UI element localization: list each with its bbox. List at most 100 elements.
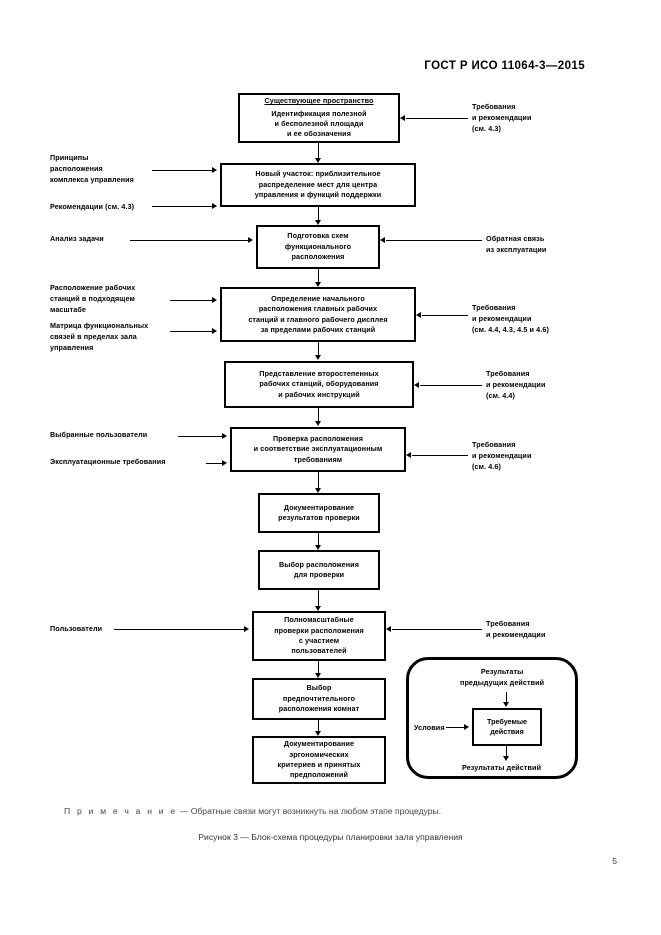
flow-box-line: предположений (289, 770, 349, 780)
flow-box-title: Существующее пространство (264, 96, 374, 106)
flow-box-initial-workstation-layout[interactable]: Определение начального расположения глав… (220, 287, 416, 342)
flow-box-line: Новый участок: приблизительное (255, 169, 381, 179)
connector-r1 (406, 118, 468, 119)
connector-box3-box4 (318, 269, 319, 284)
note-text: — Обратные связи могут возникнуть на люб… (179, 806, 442, 816)
right-label-r4: Требования и рекомендации (см. 4.4) (486, 369, 546, 400)
connector-l3 (130, 240, 250, 241)
flow-box-line: управления и функций поддержки (254, 190, 382, 200)
flow-box-functional-layout[interactable]: Подготовка схем функционального располож… (256, 225, 380, 269)
arrow-head (212, 328, 217, 334)
flow-box-existing-space[interactable]: Существующее пространство Идентификация … (238, 93, 400, 143)
flow-box-line: эргономических (289, 749, 349, 759)
arrow-head (386, 626, 391, 632)
arrow-head (315, 673, 321, 678)
legend-action-line: Требуемые (486, 716, 527, 726)
flow-box-line: функционального (284, 241, 352, 251)
connector-box5-box6 (318, 408, 319, 423)
flow-box-line: критериев и принятых (277, 760, 361, 769)
arrow-head (503, 756, 509, 761)
arrow-head (212, 203, 217, 209)
arrow-head (315, 488, 321, 493)
flow-box-line: расположения главных рабочих (258, 304, 378, 314)
arrow-head (503, 702, 509, 707)
connector-box6-box7 (318, 472, 319, 490)
arrow-head (315, 731, 321, 736)
connector-l4 (170, 300, 214, 301)
arrow-head (315, 421, 321, 426)
flow-box-line: и бесполезной площади (274, 119, 364, 128)
arrow-head (244, 626, 249, 632)
flow-box-line: с участием (298, 636, 340, 645)
arrow-head (414, 382, 419, 388)
flow-box-line: расположения комнат (278, 704, 360, 714)
legend-connector-bottom (506, 746, 507, 758)
flow-box-line: и соответствие эксплуатационным (253, 444, 383, 454)
left-label-l7: Эксплуатационные требования (50, 457, 166, 466)
flow-box-preferred-room-layout[interactable]: Выбор предпочтительного расположения ком… (252, 678, 386, 720)
flow-box-line: Идентификация полезной (271, 108, 367, 118)
connector-l2 (152, 206, 214, 207)
standard-header: ГОСТ Р ИСО 11064-3—2015 (424, 60, 585, 72)
flow-box-document-results[interactable]: Документирование результатов проверки (258, 493, 380, 533)
right-label-r1: Требования и рекомендации (см. 4.3) (472, 102, 532, 133)
arrow-head (315, 606, 321, 611)
arrow-head (315, 282, 321, 287)
flow-box-line: Документирование (283, 739, 355, 749)
right-label-r2: Обратная связь из эксплуатации (486, 234, 547, 254)
connector-r2 (386, 240, 482, 241)
flow-box-line: предпочтительного (282, 693, 356, 703)
figure-caption: Рисунок 3 — Блок-схема процедуры планиро… (198, 832, 463, 842)
flow-box-line: за пределами рабочих станций (260, 324, 376, 334)
arrow-head (416, 312, 421, 318)
left-label-l8: Пользователи (50, 624, 103, 633)
connector-box9-box10 (318, 661, 319, 675)
arrow-head (406, 452, 411, 458)
legend-connector-left (446, 727, 466, 728)
flow-box-line: рабочих станций, оборудования (259, 379, 379, 389)
connector-box2-box3 (318, 207, 319, 222)
flow-box-select-layout[interactable]: Выбор расположения для проверки (258, 550, 380, 590)
flow-box-new-site[interactable]: Новый участок: приблизительное распредел… (220, 163, 416, 207)
flow-box-fullscale-checks[interactable]: Полномасштабные проверки расположения с … (252, 611, 386, 661)
flow-box-line: Документирование (283, 502, 355, 512)
legend-top-label: Результаты предыдущих действий (460, 667, 545, 687)
connector-box10-box11 (318, 720, 319, 733)
note-label: П р и м е ч а н и е (64, 806, 178, 816)
connector-box7-box8 (318, 533, 319, 547)
flow-box-line: распределение мест для центра (258, 179, 378, 189)
flow-box-layout-verification[interactable]: Проверка расположения и соответствие экс… (230, 427, 406, 472)
legend-left-label: Условия (414, 723, 445, 732)
arrow-head (212, 297, 217, 303)
connector-r5 (412, 455, 468, 456)
connector-r3 (422, 315, 468, 316)
legend-action-box[interactable]: Требуемые действия (472, 708, 542, 746)
connector-r6 (392, 629, 482, 630)
arrow-head (212, 167, 217, 173)
flow-box-line: Проверка расположения (272, 433, 363, 443)
flow-box-line: Определение начального (271, 293, 365, 303)
left-label-l5: Матрица функциональных связей в пределах… (50, 321, 149, 352)
flow-box-line: Выбор расположения (278, 559, 359, 569)
arrow-head (222, 433, 227, 439)
right-label-r5: Требования и рекомендации (см. 4.6) (472, 440, 532, 471)
legend-bottom-label: Результаты действий (462, 763, 542, 772)
connector-r4 (420, 385, 482, 386)
right-label-r3: Требования и рекомендации (см. 4.4, 4.3,… (472, 303, 549, 334)
connector-l1 (152, 170, 214, 171)
right-label-r6: Требования и рекомендации (486, 619, 546, 639)
flow-box-line: расположения (291, 252, 345, 262)
arrow-head (400, 115, 405, 121)
flow-box-line: Полномасштабные (284, 615, 354, 625)
flow-box-document-ergonomic-criteria[interactable]: Документирование эргономических критерие… (252, 736, 386, 784)
flow-box-secondary-workstations[interactable]: Представление второстепенных рабочих ста… (224, 361, 414, 408)
connector-l8 (114, 629, 246, 630)
legend-action-line: действия (490, 727, 524, 736)
connector-box1-box2 (318, 143, 319, 160)
flow-box-line: результатов проверки (278, 513, 360, 522)
flow-box-line: Подготовка схем (287, 231, 349, 241)
arrow-head (222, 460, 227, 466)
left-label-l2: Рекомендации (см. 4.3) (50, 202, 135, 211)
arrow-head (315, 545, 321, 550)
